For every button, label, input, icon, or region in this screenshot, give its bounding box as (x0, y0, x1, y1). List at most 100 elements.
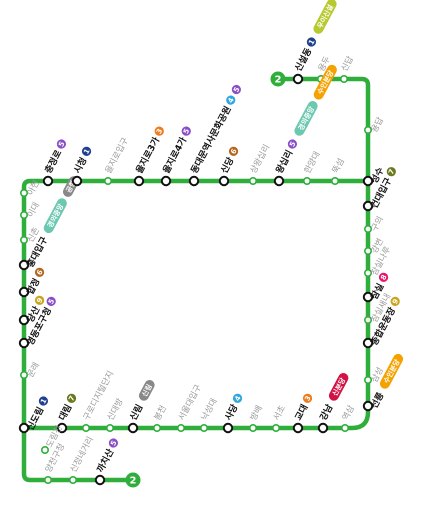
transfer-station-marker[interactable] (18, 286, 30, 298)
station-marker[interactable] (302, 177, 311, 186)
station-s22[interactable]: 서울대입구 (177, 383, 204, 432)
transfer-station-marker[interactable] (160, 175, 172, 187)
station-marker[interactable] (363, 247, 372, 256)
station-name: 충정로 (42, 147, 65, 175)
transfer-badge-line-1: 1 (306, 37, 317, 47)
transfer-station-marker[interactable] (292, 73, 304, 85)
station-s50[interactable]: 신정네거리 (68, 435, 96, 484)
station-marker[interactable] (106, 423, 115, 432)
transfer-station-marker[interactable] (362, 400, 374, 412)
transfer-line-number: 4 (227, 96, 236, 104)
station-marker[interactable] (69, 475, 78, 484)
transfer-badge-line-3: 3 (154, 126, 164, 136)
transfer-station-marker[interactable] (18, 314, 30, 326)
transfer-station-marker[interactable] (273, 175, 285, 187)
station-name: 구의 (369, 214, 386, 233)
transfer-station-marker[interactable] (222, 422, 234, 434)
station-name: 왕십리 (273, 148, 295, 176)
station-marker[interactable] (339, 75, 348, 84)
transfer-station-marker[interactable] (18, 337, 30, 349)
station-marker[interactable] (104, 177, 113, 186)
station-name: 강남 (317, 402, 336, 423)
transfer-line-circle (181, 126, 191, 136)
station-name: 을지로4가 (160, 134, 189, 175)
transfer-station-marker[interactable] (362, 200, 374, 212)
transfer-station-marker[interactable] (71, 175, 83, 187)
terminal-badge-bottom: 2 (125, 472, 141, 488)
station-marker[interactable] (19, 370, 28, 379)
station-name: 신대방 (105, 396, 126, 422)
transfer-station-marker[interactable] (188, 175, 200, 187)
transfer-line-pill (328, 373, 349, 401)
station-marker[interactable] (177, 423, 186, 432)
station-marker[interactable] (19, 236, 28, 245)
station-name: 대림 (56, 402, 74, 422)
station-marker[interactable] (363, 268, 372, 277)
station-name: 사당 (222, 402, 241, 423)
transfer-station-marker[interactable] (94, 474, 106, 486)
transfer-station-marker[interactable] (127, 422, 139, 434)
transfer-station-marker[interactable] (317, 422, 329, 434)
station-marker[interactable] (363, 126, 372, 135)
station-marker[interactable] (249, 423, 258, 432)
station-marker[interactable] (82, 423, 91, 432)
station-marker[interactable] (340, 423, 349, 432)
transfer-line-number: 8 (379, 273, 388, 281)
transfer-station-marker[interactable] (18, 259, 30, 271)
station-name: 까치산 (94, 446, 117, 474)
station-name: 교대 (292, 402, 310, 422)
station-name: 방배 (248, 403, 265, 422)
station-marker[interactable] (249, 177, 258, 186)
transfer-station-marker[interactable] (362, 175, 374, 187)
station-marker[interactable] (153, 423, 162, 432)
station-marker[interactable] (19, 211, 28, 220)
transfer-station-marker[interactable] (42, 175, 54, 187)
station-name: 상왕십리 (248, 143, 272, 176)
station-s32[interactable]: 합정6 (18, 266, 46, 298)
transfer-station-marker[interactable] (218, 175, 230, 187)
transfer-station-marker[interactable] (292, 422, 304, 434)
transfer-line-circle (108, 438, 119, 448)
terminal-badge-top: 2 (270, 71, 286, 87)
track-segment (24, 76, 371, 431)
transfer-badge-line-1: 1 (81, 146, 92, 156)
transfer-line-number: 1 (39, 397, 48, 405)
transfer-station-marker[interactable] (362, 337, 374, 349)
station-s44[interactable]: 상왕십리 (248, 143, 272, 186)
station-marker[interactable] (363, 225, 372, 234)
transfer-line-circle (34, 295, 45, 305)
station-marker[interactable] (271, 423, 280, 432)
transfer-line-circle (81, 146, 92, 156)
transfer-station-marker[interactable] (133, 175, 145, 187)
transfer-badge-line-6: 6 (34, 267, 45, 277)
line-2-track (21, 76, 371, 483)
station-marker[interactable] (330, 177, 339, 186)
transfer-line-circle (231, 84, 241, 95)
transfer-station-marker[interactable] (18, 422, 30, 434)
transfer-line-number: 5 (47, 297, 56, 305)
station-marker[interactable] (43, 475, 52, 484)
transfer-line-circle (306, 37, 317, 47)
station-marker[interactable] (40, 445, 49, 454)
station-s39[interactable]: 을지로입구 (104, 136, 131, 186)
transfer-station-marker[interactable] (362, 291, 374, 303)
station-marker[interactable] (200, 423, 209, 432)
terminal-circle-top (270, 71, 286, 87)
station-marker[interactable] (363, 375, 372, 384)
transfer-line-number: 7 (387, 168, 396, 176)
station-marker[interactable] (363, 315, 372, 324)
station-s26[interactable]: 구로디지털단지 (81, 369, 116, 432)
transfer-line-number: 5 (232, 86, 241, 94)
transfer-line-pill (138, 380, 155, 401)
transfer-station-marker[interactable] (56, 422, 68, 434)
station-marker[interactable] (19, 189, 28, 198)
transfer-line-number: 5 (288, 140, 297, 148)
